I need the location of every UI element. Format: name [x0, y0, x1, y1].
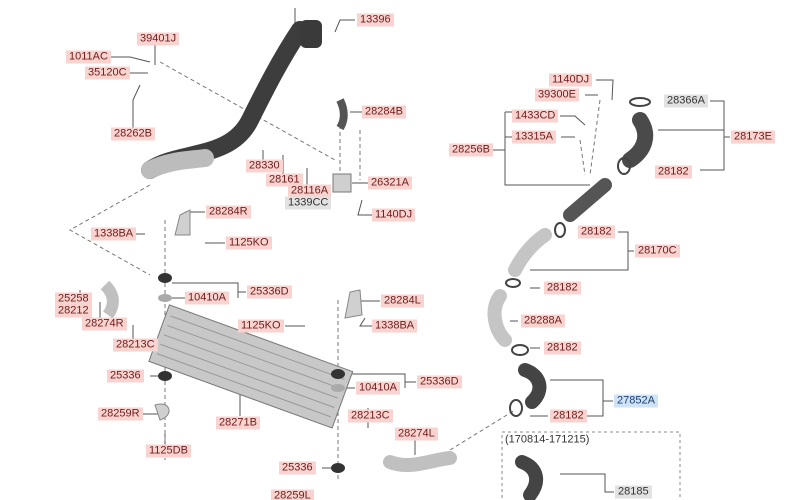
part-label[interactable]: 1011AC	[66, 50, 111, 64]
part-label[interactable]: 28256B	[449, 143, 493, 157]
part-label[interactable]: 35120C	[85, 66, 130, 80]
part-label[interactable]: 39300E	[535, 88, 579, 102]
part-label[interactable]: 1140DJ	[372, 208, 416, 222]
part-label[interactable]: 28288A	[521, 314, 565, 328]
part-label[interactable]: 28173E	[731, 130, 775, 144]
part-label[interactable]: 28284L	[381, 294, 424, 308]
part-label[interactable]: 28213C	[348, 409, 393, 423]
part-label[interactable]: 28262B	[111, 127, 155, 141]
part-label[interactable]: 1125KO	[238, 319, 284, 333]
part-label[interactable]: 28274R	[82, 317, 127, 331]
part-label[interactable]: 1339CC	[285, 196, 332, 210]
part-label[interactable]: 25258	[55, 292, 92, 306]
part-label[interactable]: 1338BA	[372, 319, 418, 333]
part-label[interactable]: 28330	[246, 159, 283, 173]
part-label[interactable]: 28182	[544, 341, 581, 355]
part-label[interactable]: 26321A	[368, 176, 412, 190]
part-label[interactable]: 25336D	[247, 285, 292, 299]
part-label[interactable]: 28259R	[98, 407, 143, 421]
part-label[interactable]: 13396	[357, 13, 394, 27]
part-label[interactable]: 28116A	[288, 184, 332, 198]
part-label[interactable]: 28366A	[664, 94, 708, 108]
part-label[interactable]: 10410A	[185, 291, 229, 305]
part-label[interactable]: 1433CD	[512, 109, 559, 123]
part-label[interactable]: 28161	[266, 173, 303, 187]
part-label[interactable]: 25336	[279, 461, 316, 475]
part-label[interactable]: 28259L	[271, 489, 314, 500]
part-label[interactable]: 28271B	[216, 416, 260, 430]
part-label[interactable]: 28185	[615, 485, 652, 499]
part-label-selected[interactable]: 27852A	[614, 394, 658, 408]
part-label[interactable]: 1125DB	[146, 444, 191, 458]
upper-intake-hose	[141, 21, 309, 179]
part-label[interactable]: 10410A	[356, 381, 400, 395]
part-label[interactable]: 28182	[655, 165, 692, 179]
part-label[interactable]: 25336D	[417, 375, 462, 389]
part-label[interactable]: 28182	[544, 281, 581, 295]
part-label[interactable]: 13315A	[512, 130, 556, 144]
part-label[interactable]: 28284B	[362, 105, 406, 119]
part-label[interactable]: 1338BA	[91, 227, 137, 241]
part-label[interactable]: 28274L	[395, 427, 438, 441]
part-label[interactable]: 28284R	[206, 205, 251, 219]
intercooler	[148, 304, 354, 429]
part-label[interactable]: 28213C	[113, 338, 158, 352]
part-label[interactable]: 25336	[107, 369, 144, 383]
part-label[interactable]: 39401J	[137, 32, 180, 46]
part-label[interactable]: 28170C	[635, 244, 680, 258]
part-label[interactable]: 1125KO	[226, 236, 272, 250]
part-label[interactable]: 28182	[550, 409, 587, 423]
variant-date-range: (170814-171215)	[505, 433, 590, 446]
part-label[interactable]: 1140DJ	[549, 73, 593, 87]
part-label[interactable]: 28182	[578, 225, 615, 239]
part-label[interactable]: 28212	[55, 304, 92, 318]
